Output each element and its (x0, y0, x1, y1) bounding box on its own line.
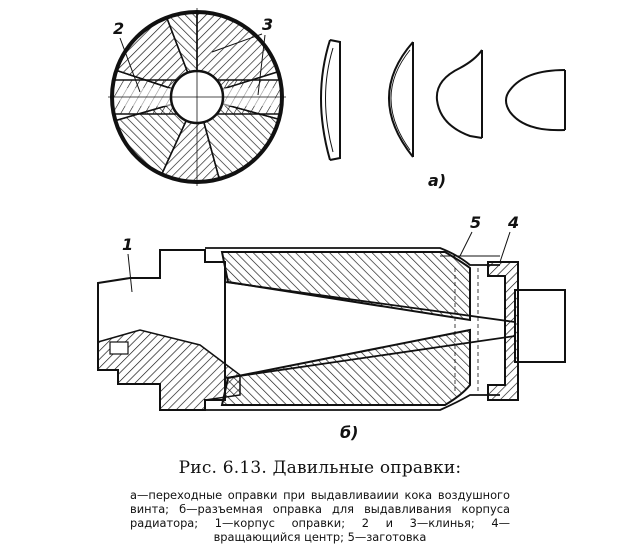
caption-description: а—переходные оправки при выдавливаиии ко… (130, 488, 510, 544)
callout-label-5: 5 (470, 213, 481, 232)
callout-4: 4 (499, 213, 519, 263)
callout-1: 1 (122, 235, 133, 293)
callout-2: 2 (113, 19, 141, 93)
callout-3: 3 (211, 15, 273, 96)
part-a-label: а) (428, 171, 446, 190)
dome-profile-1 (320, 39, 341, 161)
dome-profile-2 (388, 41, 414, 158)
figure-caption: Рис. 6.13. Давильные оправки: а—переходн… (0, 458, 640, 544)
callout-label-1: 1 (122, 235, 133, 254)
dome-profile-3 (435, 49, 483, 139)
output-shaft (514, 289, 566, 363)
callout-label-2: 2 (113, 19, 124, 38)
callout-label-3: 3 (262, 15, 273, 34)
part-b-label: б) (340, 423, 358, 442)
rotating-center (487, 261, 519, 401)
callout-5: 5 (459, 213, 481, 257)
mandrel-assembly (97, 247, 566, 411)
technical-drawing: 2 3 а) (97, 8, 566, 442)
caption-title: Рис. 6.13. Давильные оправки: (178, 458, 462, 478)
callout-label-4: 4 (507, 213, 519, 232)
dome-profile-4 (505, 69, 566, 132)
